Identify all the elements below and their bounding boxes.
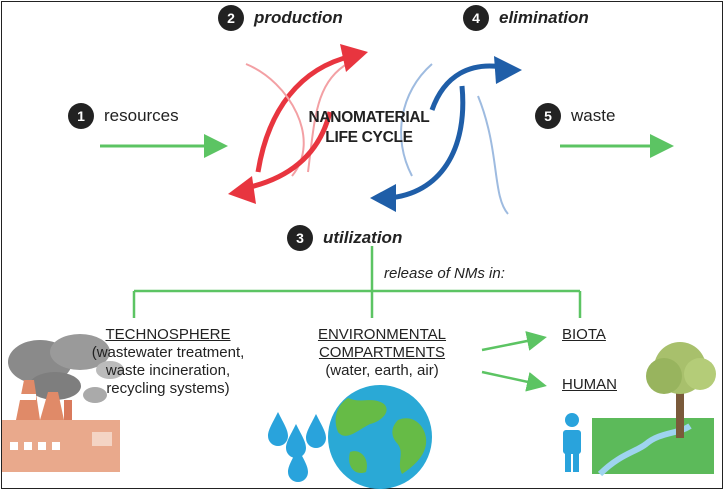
stage-number-badge: 5 — [535, 103, 561, 129]
technosphere-heading: TECHNOSPHERE — [105, 326, 231, 343]
stage-label-resources: resources — [104, 106, 179, 125]
water-drops-icon — [268, 412, 326, 482]
stage-label-production: production — [254, 8, 343, 27]
stage-number-badge: 2 — [218, 5, 244, 31]
environmental-block: ENVIRONMENTAL COMPARTMENTS (water, earth… — [302, 326, 462, 380]
stage-label-utilization: utilization — [323, 228, 403, 247]
stage-production: 2 production — [218, 5, 343, 31]
environmental-heading-2: COMPARTMENTS — [318, 344, 446, 361]
stage-resources: 1 resources — [68, 103, 179, 129]
stage-elimination: 4 elimination — [463, 5, 589, 31]
cycle-title: NANOMATERIAL LIFE CYCLE — [308, 108, 430, 148]
stage-label-waste: waste — [571, 106, 616, 125]
elimination-cycle-arrow — [370, 56, 522, 215]
stage-number-badge: 1 — [68, 103, 94, 129]
stage-number-badge: 3 — [287, 225, 313, 251]
factory-icon — [2, 334, 124, 472]
tree-landscape-icon — [592, 342, 716, 477]
environmental-heading-1: ENVIRONMENTAL — [317, 326, 447, 343]
technosphere-block: TECHNOSPHERE (wastewater treatment, wast… — [58, 326, 278, 398]
biota-label: BIOTA — [562, 326, 606, 343]
human-arrow — [481, 370, 547, 392]
technosphere-line: waste incineration, — [105, 362, 231, 379]
stage-waste: 5 waste — [535, 103, 615, 129]
earth-globe-icon — [328, 385, 432, 489]
release-connector — [132, 246, 582, 318]
technosphere-line: recycling systems) — [106, 380, 230, 397]
stage-utilization: 3 utilization — [287, 225, 402, 251]
cycle-title-line2: LIFE CYCLE — [325, 129, 413, 146]
technosphere-line: (wastewater treatment, — [91, 344, 245, 361]
environmental-sub: (water, earth, air) — [325, 362, 439, 379]
stage-number-badge: 4 — [463, 5, 489, 31]
stage-label-elimination: elimination — [499, 8, 589, 27]
cycle-title-line1: NANOMATERIAL — [308, 109, 430, 126]
person-icon — [563, 413, 581, 472]
release-label: release of NMs in: — [384, 265, 505, 282]
human-label: HUMAN — [562, 376, 617, 393]
biota-arrow — [481, 331, 547, 352]
production-cycle-arrow — [228, 44, 368, 204]
